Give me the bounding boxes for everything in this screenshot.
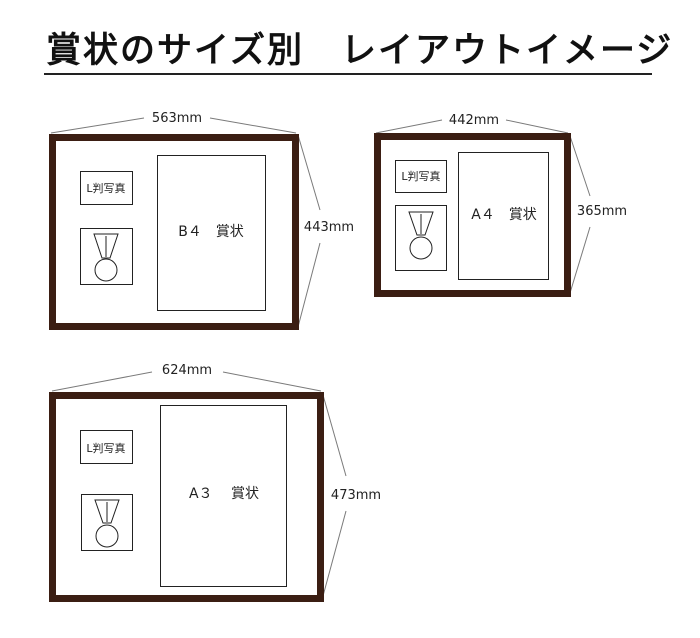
a4-certificate-box (458, 152, 549, 280)
title-underline (44, 73, 652, 75)
a4-height-dimension-bottom (569, 226, 591, 294)
a3-width-dimension-left (51, 371, 153, 392)
a4-photo-label: L判写真 (401, 169, 440, 183)
a3-height-label: 473mm (331, 488, 381, 503)
a4-height-dimension-top (569, 135, 591, 197)
a4-frame-border (374, 133, 571, 297)
b4-width-dimension-right (209, 117, 297, 134)
a4-height-label: 365mm (577, 204, 627, 219)
frame-a3: 624mm 473mm L判写真 A３ 賞状 (49, 363, 381, 602)
a3-height-dimension-bottom (322, 510, 347, 597)
a3-width-dimension-right (222, 371, 322, 392)
a3-certificate-box (160, 405, 287, 587)
b4-height-dimension-bottom (297, 242, 321, 328)
a4-certificate-label: A４ 賞状 (471, 207, 537, 223)
b4-certificate-box (157, 155, 266, 311)
b4-medal-box (80, 228, 133, 285)
b4-certificate-label: B４ 賞状 (178, 224, 244, 240)
a4-width-label: 442mm (449, 113, 499, 128)
page-title: 賞状のサイズ別 レイアウトイメージ (46, 31, 674, 71)
a4-width-dimension-right (505, 119, 569, 134)
a4-medal-box (395, 205, 447, 271)
medal-icon (94, 499, 120, 548)
b4-width-dimension-left (50, 117, 145, 134)
frame-b4: 563mm 443mm L判写真 B４ 賞状 (49, 111, 354, 330)
frame-a4: 442mm 365mm L判写真 A４ 賞状 (374, 113, 627, 297)
a3-width-label: 624mm (162, 363, 212, 378)
b4-height-dimension-top (297, 134, 321, 211)
b4-height-label: 443mm (304, 220, 354, 235)
a3-height-dimension-top (322, 394, 347, 477)
b4-photo-box (80, 171, 133, 205)
b4-photo-label: L判写真 (86, 181, 125, 195)
a3-frame-border (49, 392, 324, 602)
b4-frame-border (49, 134, 299, 330)
medal-icon (408, 211, 434, 260)
a3-photo-box (80, 430, 133, 464)
a3-certificate-label: A３ 賞状 (189, 486, 259, 502)
medal-icon (93, 233, 119, 282)
a4-width-dimension-left (375, 119, 443, 134)
a4-photo-box (395, 160, 447, 193)
b4-width-label: 563mm (152, 111, 202, 126)
a3-medal-box (81, 494, 133, 551)
a3-photo-label: L判写真 (86, 441, 125, 455)
